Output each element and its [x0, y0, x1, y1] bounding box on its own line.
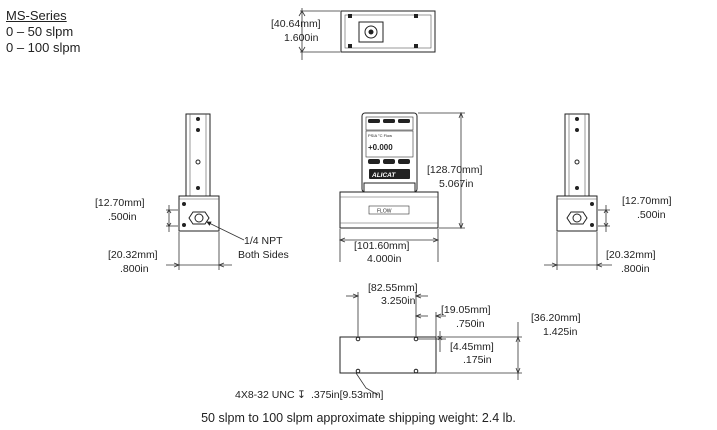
display-value: +0.000 — [368, 143, 393, 152]
left-port-height-in: .500in — [108, 211, 137, 223]
right-port-height-in: .500in — [637, 209, 666, 221]
left-port-height-mm: [12.70mm] — [95, 197, 145, 209]
top-height-in: 1.600in — [284, 32, 319, 44]
bottom-depth-mm: [36.20mm] — [531, 312, 581, 324]
series-info: MS-Series 0 – 50 slpm 0 – 100 slpm — [6, 8, 80, 56]
front-height-mm: [128.70mm] — [427, 164, 483, 176]
right-side-view: [12.70mm] .500in [20.32mm] .800in — [544, 113, 672, 275]
thread-depth-icon: ↧ — [297, 389, 306, 401]
npt-label-2: Both Sides — [238, 249, 289, 261]
hole-offset-in: .750in — [456, 318, 485, 330]
npt-port-icon — [194, 213, 204, 223]
top-view: [40.64mm] 1.600in — [271, 8, 436, 60]
hole-spacing-in: 3.250in — [381, 295, 416, 307]
left-side-view: [12.70mm] .500in [20.32mm] .800in 1/4 NP… — [95, 113, 289, 275]
npt-port-icon — [572, 213, 582, 223]
right-port-width-mm: [20.32mm] — [606, 249, 656, 261]
range-50: 0 – 50 slpm — [6, 24, 74, 39]
hole-offset-mm: [19.05mm] — [441, 304, 491, 316]
thread-note: 4X8-32 UNC — [235, 389, 295, 401]
front-height-in: 5.067in — [439, 178, 474, 190]
npt-label-1: 1/4 NPT — [244, 235, 283, 247]
series-title: MS-Series — [6, 8, 67, 23]
front-view: PSIA °C Flow +0.000 ALICAT FLOW [128.70m… — [338, 111, 483, 265]
right-port-width-in: .800in — [621, 263, 650, 275]
bottom-view: [82.55mm] 3.250in [19.05mm] .750in [36.2… — [235, 282, 581, 401]
svg-text:PSIA °C Flow: PSIA °C Flow — [368, 133, 392, 138]
brand-logo: ALICAT — [371, 172, 396, 179]
hole-spacing-mm: [82.55mm] — [368, 282, 418, 294]
range-100: 0 – 100 slpm — [6, 40, 81, 55]
thread-depth: .375in[9.53mm] — [311, 389, 383, 401]
hole-edge-mm: [4.45mm] — [450, 341, 494, 353]
flow-label: FLOW — [377, 209, 392, 215]
left-port-width-mm: [20.32mm] — [108, 249, 158, 261]
front-width-in: 4.000in — [367, 253, 402, 265]
hole-edge-in: .175in — [463, 354, 492, 366]
right-port-height-mm: [12.70mm] — [622, 195, 672, 207]
display-screen — [365, 130, 414, 158]
front-width-mm: [101.60mm] — [354, 240, 410, 252]
bottom-depth-in: 1.425in — [543, 326, 578, 338]
shipping-weight-note: 50 slpm to 100 slpm approximate shipping… — [201, 411, 516, 425]
top-height-mm: [40.64mm] — [271, 18, 321, 30]
left-port-width-in: .800in — [120, 263, 149, 275]
